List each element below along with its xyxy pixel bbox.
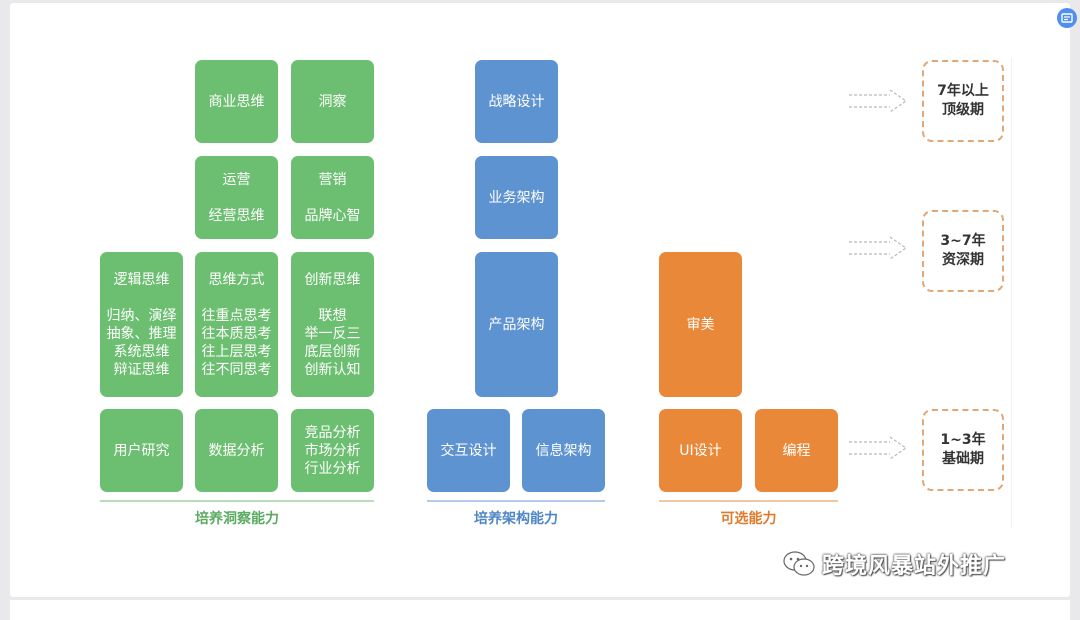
insight-label: 洞察 [318, 93, 347, 110]
strategy-design-box: 战略设计 [475, 60, 558, 143]
orange-section-underline [659, 500, 838, 502]
next-card-edge [10, 600, 1070, 620]
stage-senior: 3~7年 资深期 [922, 210, 1004, 292]
aesthetics-label: 审美 [686, 316, 715, 333]
stage-level: 资深期 [942, 252, 984, 268]
operations-box: 运营 经营思维 [195, 156, 278, 239]
strategy-design-label: 战略设计 [488, 93, 545, 110]
industry-analysis-label: 行业分析 [304, 460, 361, 477]
information-architecture-box: 信息架构 [522, 409, 605, 492]
dashed-arrow-icon [849, 436, 908, 460]
watermark-text: 跨境风暴站外推广 [822, 554, 1007, 579]
programming-box: 编程 [755, 409, 838, 492]
image-tool-button[interactable] [1057, 8, 1077, 28]
marketing-label: 营销 [318, 171, 347, 188]
stage-level: 基础期 [942, 451, 984, 467]
data-analysis-label: 数据分析 [208, 442, 265, 459]
innovative-thinking-item: 举一反三 [304, 325, 361, 342]
user-research-box: 用户研究 [100, 409, 183, 492]
operations-label: 运营 [222, 171, 251, 188]
thinking-mode-item: 往重点思考 [201, 307, 272, 324]
innovative-thinking-item: 联想 [318, 307, 347, 324]
logical-thinking-box: 逻辑思维 归纳、演绎 抽象、推理 系统思维 辩证思维 [100, 252, 183, 397]
business-thinking-box: 商业思维 [195, 60, 278, 143]
innovative-thinking-item: 创新认知 [304, 361, 361, 378]
insight-box: 洞察 [291, 60, 374, 143]
innovative-thinking-title: 创新思维 [304, 271, 361, 288]
stage-senior-top: 7年以上 顶级期 [922, 60, 1004, 142]
competitor-analysis-label: 竞品分析 [304, 424, 361, 441]
image-tool-icon [1061, 13, 1073, 23]
aesthetics-box: 审美 [659, 252, 742, 397]
stage-level: 顶级期 [942, 102, 984, 118]
business-thinking-label: 商业思维 [208, 93, 265, 110]
stage-years: 3~7年 [940, 233, 986, 249]
business-architecture-box: 业务架构 [475, 156, 558, 239]
thinking-mode-title: 思维方式 [208, 271, 265, 288]
user-research-label: 用户研究 [113, 442, 170, 459]
stage-divider-line [1011, 58, 1012, 528]
innovative-thinking-box: 创新思维 联想 举一反三 底层创新 创新认知 [291, 252, 374, 397]
programming-label: 编程 [782, 442, 811, 459]
product-architecture-label: 产品架构 [488, 316, 545, 333]
orange-section-caption: 可选能力 [720, 511, 777, 527]
ui-design-label: UI设计 [679, 442, 722, 459]
thinking-mode-item: 往本质思考 [201, 325, 272, 342]
logical-thinking-item: 系统思维 [113, 343, 170, 360]
green-section-underline [100, 500, 374, 502]
blue-section-underline [427, 500, 605, 502]
stage-basic: 1~3年 基础期 [922, 409, 1004, 491]
operations-sub-label: 经营思维 [208, 207, 265, 224]
stage-years: 7年以上 [937, 83, 989, 99]
marketing-sub-label: 品牌心智 [304, 207, 361, 224]
blue-section-caption: 培养架构能力 [474, 511, 558, 527]
market-analysis-label: 市场分析 [304, 442, 361, 459]
logical-thinking-item: 抽象、推理 [106, 325, 177, 342]
ui-design-box: UI设计 [659, 409, 742, 492]
data-analysis-box: 数据分析 [195, 409, 278, 492]
logical-thinking-title: 逻辑思维 [113, 271, 170, 288]
thinking-mode-item: 往上层思考 [201, 343, 272, 360]
thinking-mode-box: 思维方式 往重点思考 往本质思考 往上层思考 往不同思考 [195, 252, 278, 397]
interaction-design-label: 交互设计 [440, 442, 497, 459]
logical-thinking-item: 归纳、演绎 [106, 307, 177, 324]
marketing-box: 营销 品牌心智 [291, 156, 374, 239]
watermark: 跨境风暴站外推广 [782, 548, 1006, 580]
business-architecture-label: 业务架构 [488, 189, 545, 206]
interaction-design-box: 交互设计 [427, 409, 510, 492]
dashed-arrow-icon [849, 89, 908, 113]
analysis-group-box: 竞品分析 市场分析 行业分析 [291, 409, 374, 492]
green-section-caption: 培养洞察能力 [195, 511, 279, 527]
innovative-thinking-item: 底层创新 [304, 343, 361, 360]
dashed-arrow-icon [849, 236, 908, 260]
stage-years: 1~3年 [940, 432, 986, 448]
thinking-mode-item: 往不同思考 [201, 361, 272, 378]
wechat-icon [783, 551, 815, 576]
logical-thinking-item: 辩证思维 [113, 361, 170, 378]
product-architecture-box: 产品架构 [475, 252, 558, 397]
information-architecture-label: 信息架构 [535, 442, 592, 459]
